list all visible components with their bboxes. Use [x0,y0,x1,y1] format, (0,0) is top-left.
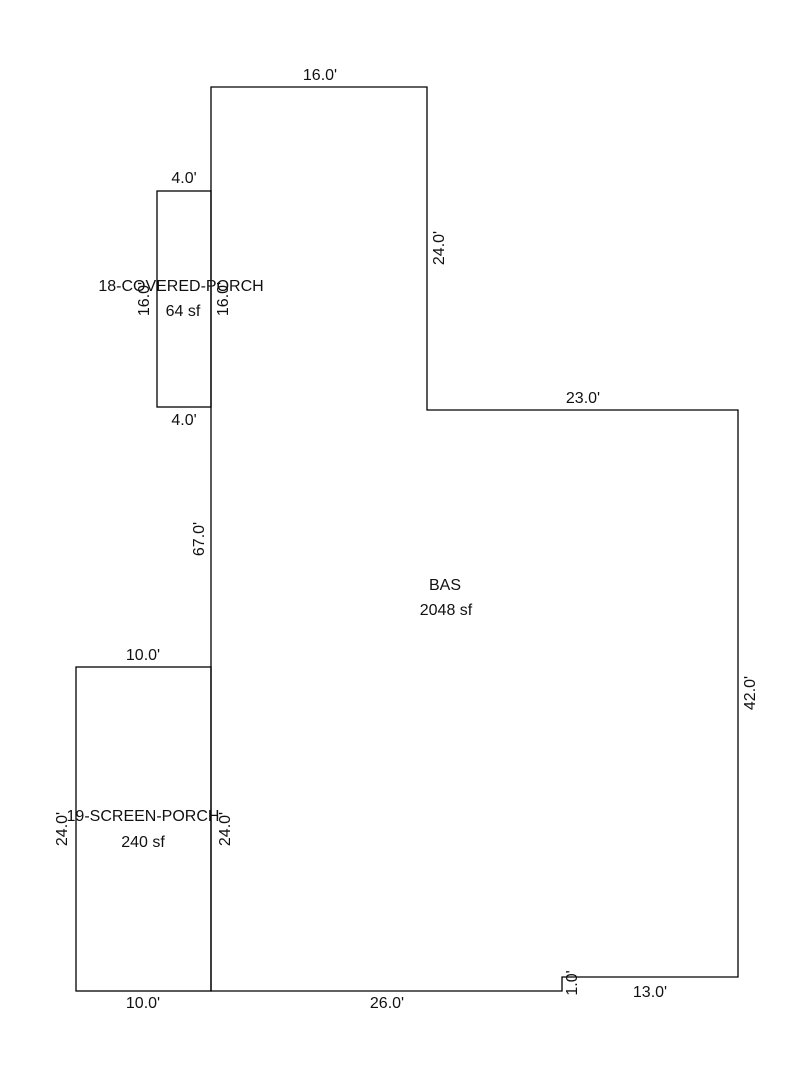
covered-porch-size-label: 64 sf [166,303,201,320]
screen-porch-left-dimension: 24.0' [54,812,71,846]
bas-name-label: BAS [429,577,461,594]
bas-notch-dimension: 1.0' [564,970,581,995]
bas-size-label: 2048 sf [420,602,473,619]
bas-top-dimension: 16.0' [303,67,337,84]
covered-porch-bottom-dimension: 4.0' [171,412,196,429]
bas-left-dimension: 67.0' [191,522,208,556]
bas-outline [210,86,739,992]
screen-porch-outline [75,666,212,992]
bas-right-upper-dimension: 24.0' [431,231,448,265]
covered-porch-left-dimension: 16.0' [136,282,153,316]
bas-bottom-right-dimension: 13.0' [633,984,667,1001]
covered-porch-top-dimension: 4.0' [171,170,196,187]
bas-bottom-dimension: 26.0' [370,995,404,1012]
screen-porch-bottom-dimension: 10.0' [126,995,160,1012]
screen-porch-size-label: 240 sf [121,834,165,851]
covered-porch-right-dimension: 16.0' [215,282,232,316]
screen-porch-right-dimension: 24.0' [217,812,234,846]
bas-step-dimension: 23.0' [566,390,600,407]
screen-porch-top-dimension: 10.0' [126,647,160,664]
covered-porch-outline [156,190,212,408]
screen-porch-name-label: 19-SCREEN-PORCH [67,808,220,825]
bas-right-lower-dimension: 42.0' [742,676,759,710]
covered-porch-name-label: 18-COVERED-PORCH [98,278,263,295]
